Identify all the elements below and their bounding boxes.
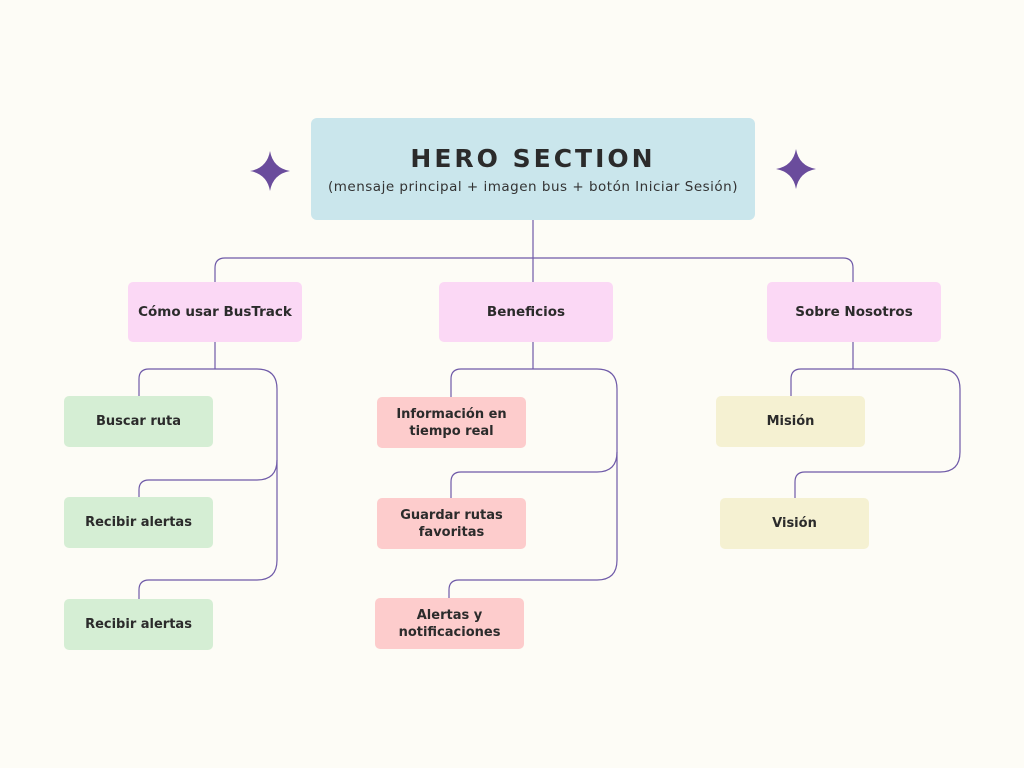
section-label: Sobre Nosotros	[795, 304, 913, 320]
sparkle-icon	[776, 149, 816, 189]
connector-section-2-child-2	[450, 451, 618, 498]
leaf-node-recibir-alertas: Recibir alertas	[64, 497, 213, 548]
section-node-como-usar: Cómo usar BusTrack	[128, 282, 302, 342]
leaf-label: Información en tiempo real	[396, 406, 507, 439]
leaf-node-mision: Misión	[716, 396, 865, 447]
connector-hero-bar	[214, 257, 854, 282]
connector-section-2-child-1	[448, 368, 618, 598]
leaf-label: Recibir alertas	[85, 515, 192, 530]
section-label: Cómo usar BusTrack	[138, 304, 292, 320]
leaf-node-vision: Visión	[720, 498, 869, 549]
leaf-label: Buscar ruta	[96, 414, 181, 429]
leaf-label: Recibir alertas	[85, 617, 192, 632]
hero-title: HERO SECTION	[410, 143, 656, 173]
leaf-node-buscar-ruta: Buscar ruta	[64, 396, 213, 447]
leaf-label: Visión	[772, 516, 817, 531]
connector-section-3-children	[790, 368, 961, 498]
sparkle-icon	[250, 151, 290, 191]
section-label: Beneficios	[486, 304, 566, 320]
hero-subtitle: (mensaje principal + imagen bus + botón …	[327, 178, 738, 195]
hero-section-node: HERO SECTION (mensaje principal + imagen…	[311, 118, 755, 220]
leaf-node-informacion-tiempo-real: Información en tiempo real	[377, 397, 526, 448]
section-node-beneficios: Beneficios	[439, 282, 613, 342]
connector-section-1-child-2	[138, 459, 278, 497]
section-node-sobre-nosotros: Sobre Nosotros	[767, 282, 941, 342]
leaf-node-guardar-rutas: Guardar rutas favoritas	[377, 498, 526, 549]
connector-section-1-child-1	[138, 368, 278, 599]
leaf-label: Guardar rutas favoritas	[400, 507, 503, 540]
leaf-label: Alertas y notificaciones	[398, 607, 501, 640]
leaf-node-recibir-alertas-2: Recibir alertas	[64, 599, 213, 650]
leaf-label: Misión	[766, 414, 815, 429]
leaf-node-alertas-notificaciones: Alertas y notificaciones	[375, 598, 524, 649]
